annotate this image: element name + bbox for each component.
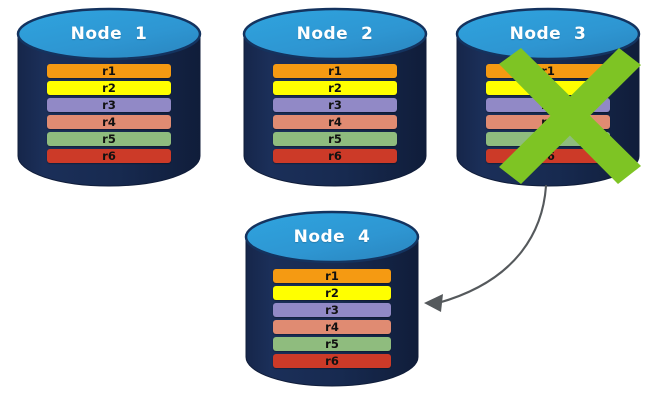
node-2-rows: r1 r2 r3 r4 r5 r6 (240, 64, 430, 163)
node-1-row-r5[interactable]: r5 (47, 132, 171, 146)
node-3-row-r4[interactable]: r4 (486, 115, 610, 129)
node-3-row-r1-label: r1 (541, 64, 555, 78)
node-3-row-r2-label: r2 (541, 81, 555, 95)
node-2-row-r4-label: r4 (328, 115, 342, 129)
node-2-row-r6-label: r6 (328, 149, 342, 163)
node-4-row-r1-label: r1 (325, 269, 339, 283)
node-2-row-r5[interactable]: r5 (273, 132, 397, 146)
node-4-row-r5[interactable]: r5 (273, 337, 391, 351)
node-4-rows: r1 r2 r3 r4 r5 r6 (242, 269, 422, 368)
node-1-row-r4-label: r4 (102, 115, 116, 129)
node-2-row-r3[interactable]: r3 (273, 98, 397, 112)
node-2-row-r4[interactable]: r4 (273, 115, 397, 129)
node-4-row-r6-label: r6 (325, 354, 339, 368)
node-3-row-r6-label: r6 (541, 149, 555, 163)
node-4-row-r4-label: r4 (325, 320, 339, 334)
node-2-row-r6[interactable]: r6 (273, 149, 397, 163)
node-1-row-r6[interactable]: r6 (47, 149, 171, 163)
node-3-row-r4-label: r4 (541, 115, 555, 129)
node-2-row-r1-label: r1 (328, 64, 342, 78)
node-1-row-r1-label: r1 (102, 64, 116, 78)
node-3-row-r1[interactable]: r1 (486, 64, 610, 78)
node-4[interactable]: Node 4 r1 r2 r3 r4 r5 r6 (242, 209, 422, 389)
node-3-row-r3[interactable]: r3 (486, 98, 610, 112)
node-1-row-r2-label: r2 (102, 81, 116, 95)
node-2-row-r3-label: r3 (328, 98, 342, 112)
node-1-rows: r1 r2 r3 r4 r5 r6 (14, 64, 204, 163)
node-2-row-r2-label: r2 (328, 81, 342, 95)
node-4-row-r2[interactable]: r2 (273, 286, 391, 300)
node-3-row-r3-label: r3 (541, 98, 555, 112)
node-1-row-r6-label: r6 (102, 149, 116, 163)
node-4-row-r4[interactable]: r4 (273, 320, 391, 334)
node-4-row-r5-label: r5 (325, 337, 339, 351)
node-1-row-r3-label: r3 (102, 98, 116, 112)
node-2[interactable]: Node 2 r1 r2 r3 r4 r5 r6 (240, 6, 430, 188)
node-3-row-r5-label: r5 (541, 132, 555, 146)
node-3-rows: r1 r2 r3 r4 r5 r6 (453, 64, 643, 163)
node-1-row-r4[interactable]: r4 (47, 115, 171, 129)
node-4-row-r3-label: r3 (325, 303, 339, 317)
node-4-row-r3[interactable]: r3 (273, 303, 391, 317)
node-1-row-r3[interactable]: r3 (47, 98, 171, 112)
node-4-row-r2-label: r2 (325, 286, 339, 300)
node-4-row-r6[interactable]: r6 (273, 354, 391, 368)
node-1[interactable]: Node 1 r1 r2 r3 r4 r5 r6 (14, 6, 204, 188)
node-3-row-r2[interactable]: r2 (486, 81, 610, 95)
node-2-row-r2[interactable]: r2 (273, 81, 397, 95)
node-3-row-r5[interactable]: r5 (486, 132, 610, 146)
node-1-row-r2[interactable]: r2 (47, 81, 171, 95)
node-3[interactable]: Node 3 r1 r2 r3 r4 r5 r6 (453, 6, 643, 188)
node-2-row-r5-label: r5 (328, 132, 342, 146)
node-3-row-r6[interactable]: r6 (486, 149, 610, 163)
node-2-row-r1[interactable]: r1 (273, 64, 397, 78)
failover-arrowhead-icon (424, 294, 443, 312)
node-1-row-r1[interactable]: r1 (47, 64, 171, 78)
node-4-row-r1[interactable]: r1 (273, 269, 391, 283)
node-1-row-r5-label: r5 (102, 132, 116, 146)
